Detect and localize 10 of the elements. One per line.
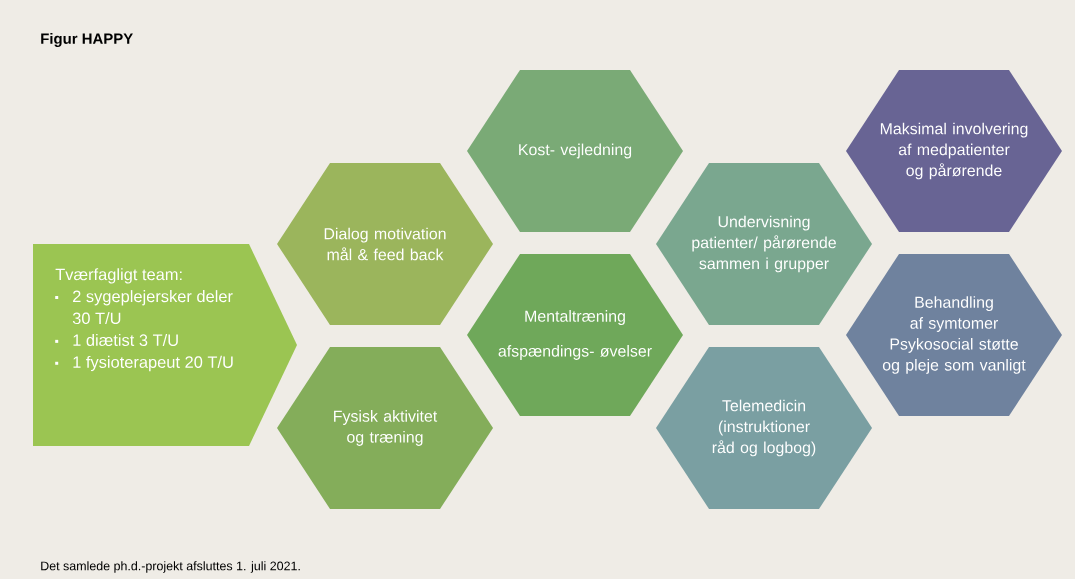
hexagon: Mentaltræning afspændings- øvelser — [467, 254, 683, 416]
hexagon: Maksimal involvering af medpatienter og pårørende — [846, 70, 1062, 232]
title: Figur HAPPY — [41, 33, 133, 47]
hexagon: Dialog motivation mål & feed back — [277, 163, 493, 325]
hexagon: Undervisning patienter/ pårørende sammen i grupper — [656, 163, 872, 325]
hexagon: Fysisk aktivitet og træning — [277, 347, 493, 509]
hexagon: Kost- vejledning — [467, 70, 683, 232]
hexagon: Telemedicin (instruktioner råd og logbog) — [656, 347, 872, 509]
caption: Det samlede ph.d.-projekt afsluttes 1. juli 2021. — [41, 561, 300, 573]
hexagon: Behandling af symtomer Psykosocial støtte og pleje som vanligt — [846, 254, 1062, 416]
